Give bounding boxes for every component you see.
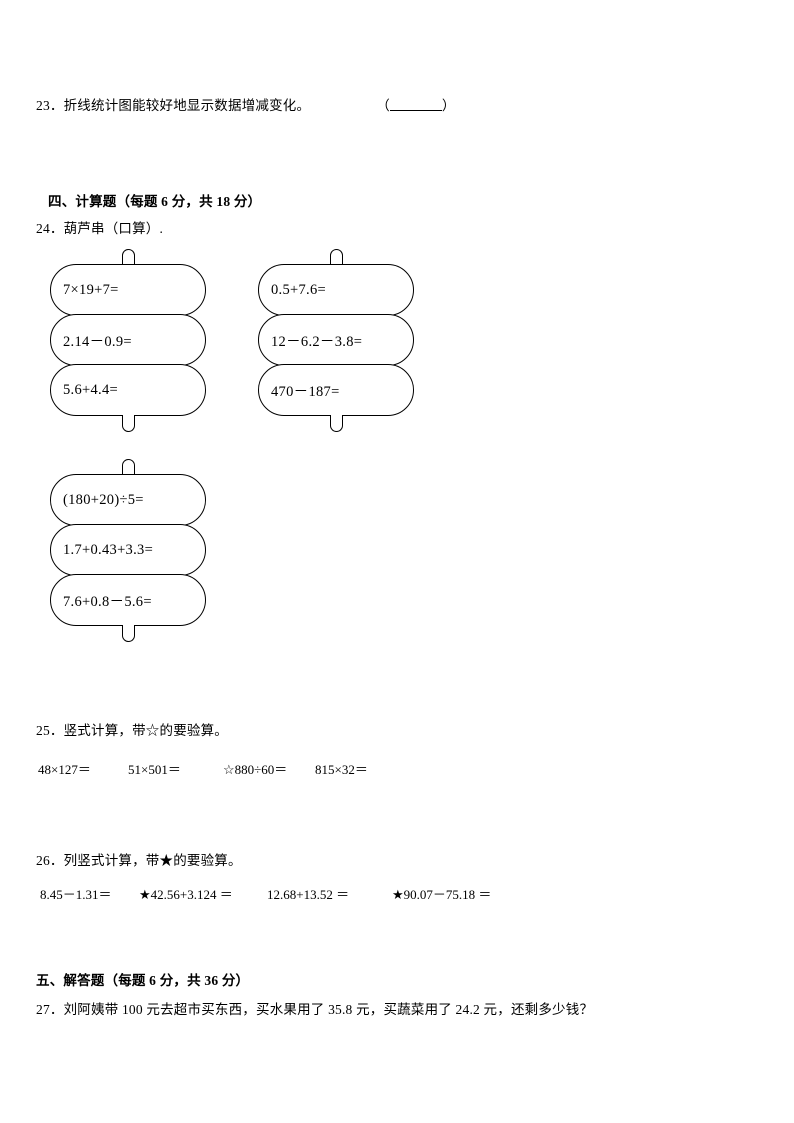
question-23-answer-blank[interactable]: （） bbox=[376, 96, 455, 116]
gourd-stem-bottom bbox=[329, 415, 343, 432]
gourd-left-bottom: (180+20)÷5= 1.7+0.43+3.3= 7.6+0.8－5.6= bbox=[50, 459, 206, 642]
gourd-bead[interactable]: 2.14－0.9= bbox=[50, 314, 206, 366]
gourd-bead[interactable]: 7.6+0.8－5.6= bbox=[50, 574, 206, 626]
gourd-bead[interactable]: 1.7+0.43+3.3= bbox=[50, 524, 206, 576]
gourd-stem-top bbox=[121, 249, 135, 266]
question-25-expression-1[interactable]: 48×127＝ bbox=[38, 762, 91, 777]
question-25-expressions: 48×127＝ 51×501＝ ☆880÷60＝ 815×32＝ bbox=[38, 759, 368, 778]
gourd-expression: 2.14－0.9= bbox=[63, 333, 132, 350]
question-24: 24．葫芦串（口算）. bbox=[36, 219, 163, 239]
question-26-expression-4[interactable]: ★90.07－75.18 ＝ bbox=[392, 887, 492, 902]
gourd-stem-bottom bbox=[121, 415, 135, 432]
question-27-number: 27． bbox=[36, 1002, 64, 1017]
question-25-expression-3[interactable]: ☆880÷60＝ bbox=[223, 762, 288, 777]
gourd-expression: 1.7+0.43+3.3= bbox=[63, 541, 154, 558]
gourd-right-top: 0.5+7.6= 12－6.2－3.8= 470－187= bbox=[258, 249, 414, 432]
gourd-stem-top bbox=[329, 249, 343, 266]
section-4-heading: 四、计算题（每题 6 分，共 18 分） bbox=[48, 194, 262, 209]
question-25-number: 25． bbox=[36, 723, 64, 738]
gourd-expression: 0.5+7.6= bbox=[271, 281, 327, 298]
question-23-text: 折线统计图能较好地显示数据增减变化。 bbox=[63, 98, 311, 113]
question-26-expression-3[interactable]: 12.68+13.52 ＝ bbox=[267, 887, 350, 902]
gourd-bead[interactable]: (180+20)÷5= bbox=[50, 474, 206, 526]
close-paren: ） bbox=[441, 98, 456, 113]
question-26-expressions: 8.45－1.31＝ ★42.56+3.124 ＝ 12.68+13.52 ＝ ★90… bbox=[40, 884, 491, 903]
gourd-expression: 7.6+0.8－5.6= bbox=[63, 593, 152, 610]
question-26-expression-1[interactable]: 8.45－1.31＝ bbox=[40, 887, 112, 902]
open-paren: （ bbox=[376, 98, 390, 113]
question-25-expression-2[interactable]: 51×501＝ bbox=[128, 762, 181, 777]
gourd-bead[interactable]: 0.5+7.6= bbox=[258, 264, 414, 316]
question-26-expression-2[interactable]: ★42.56+3.124 ＝ bbox=[139, 887, 233, 902]
question-26-number: 26． bbox=[36, 853, 64, 868]
answer-underline bbox=[389, 99, 442, 111]
question-26: 26．列竖式计算，带★的要验算。 bbox=[36, 851, 242, 871]
gourd-expression: 7×19+7= bbox=[63, 281, 119, 298]
gourd-left-top: 7×19+7= 2.14－0.9= 5.6+4.4= bbox=[50, 249, 206, 432]
question-25: 25．竖式计算，带☆的要验算。 bbox=[36, 721, 228, 741]
gourd-bead[interactable]: 5.6+4.4= bbox=[50, 364, 206, 416]
question-25-prompt: 竖式计算，带☆的要验算。 bbox=[63, 723, 229, 738]
gourd-stem-bottom bbox=[121, 625, 135, 642]
question-23-number: 23． bbox=[36, 98, 64, 113]
question-27: 27．刘阿姨带 100 元去超市买东西，买水果用了 35.8 元，买蔬菜用了 2… bbox=[36, 1000, 593, 1020]
question-25-expression-4[interactable]: 815×32＝ bbox=[315, 762, 368, 777]
gourd-expression: 5.6+4.4= bbox=[63, 381, 119, 398]
section-5-heading: 五、解答题（每题 6 分，共 36 分） bbox=[36, 973, 250, 988]
gourd-bead[interactable]: 7×19+7= bbox=[50, 264, 206, 316]
gourd-bead[interactable]: 12－6.2－3.8= bbox=[258, 314, 414, 366]
gourd-expression: 470－187= bbox=[271, 383, 340, 400]
question-24-number: 24． bbox=[36, 221, 64, 236]
question-24-prompt: 葫芦串（口算）. bbox=[63, 221, 164, 236]
question-27-text: 刘阿姨带 100 元去超市买东西，买水果用了 35.8 元，买蔬菜用了 24.2… bbox=[63, 1002, 594, 1017]
question-23: 23．折线统计图能较好地显示数据增减变化。（） bbox=[36, 96, 456, 116]
question-26-prompt: 列竖式计算，带★的要验算。 bbox=[63, 853, 242, 868]
gourd-stem-top bbox=[121, 459, 135, 476]
gourd-expression: 12－6.2－3.8= bbox=[271, 333, 363, 350]
gourd-expression: (180+20)÷5= bbox=[63, 491, 144, 508]
gourd-bead[interactable]: 470－187= bbox=[258, 364, 414, 416]
